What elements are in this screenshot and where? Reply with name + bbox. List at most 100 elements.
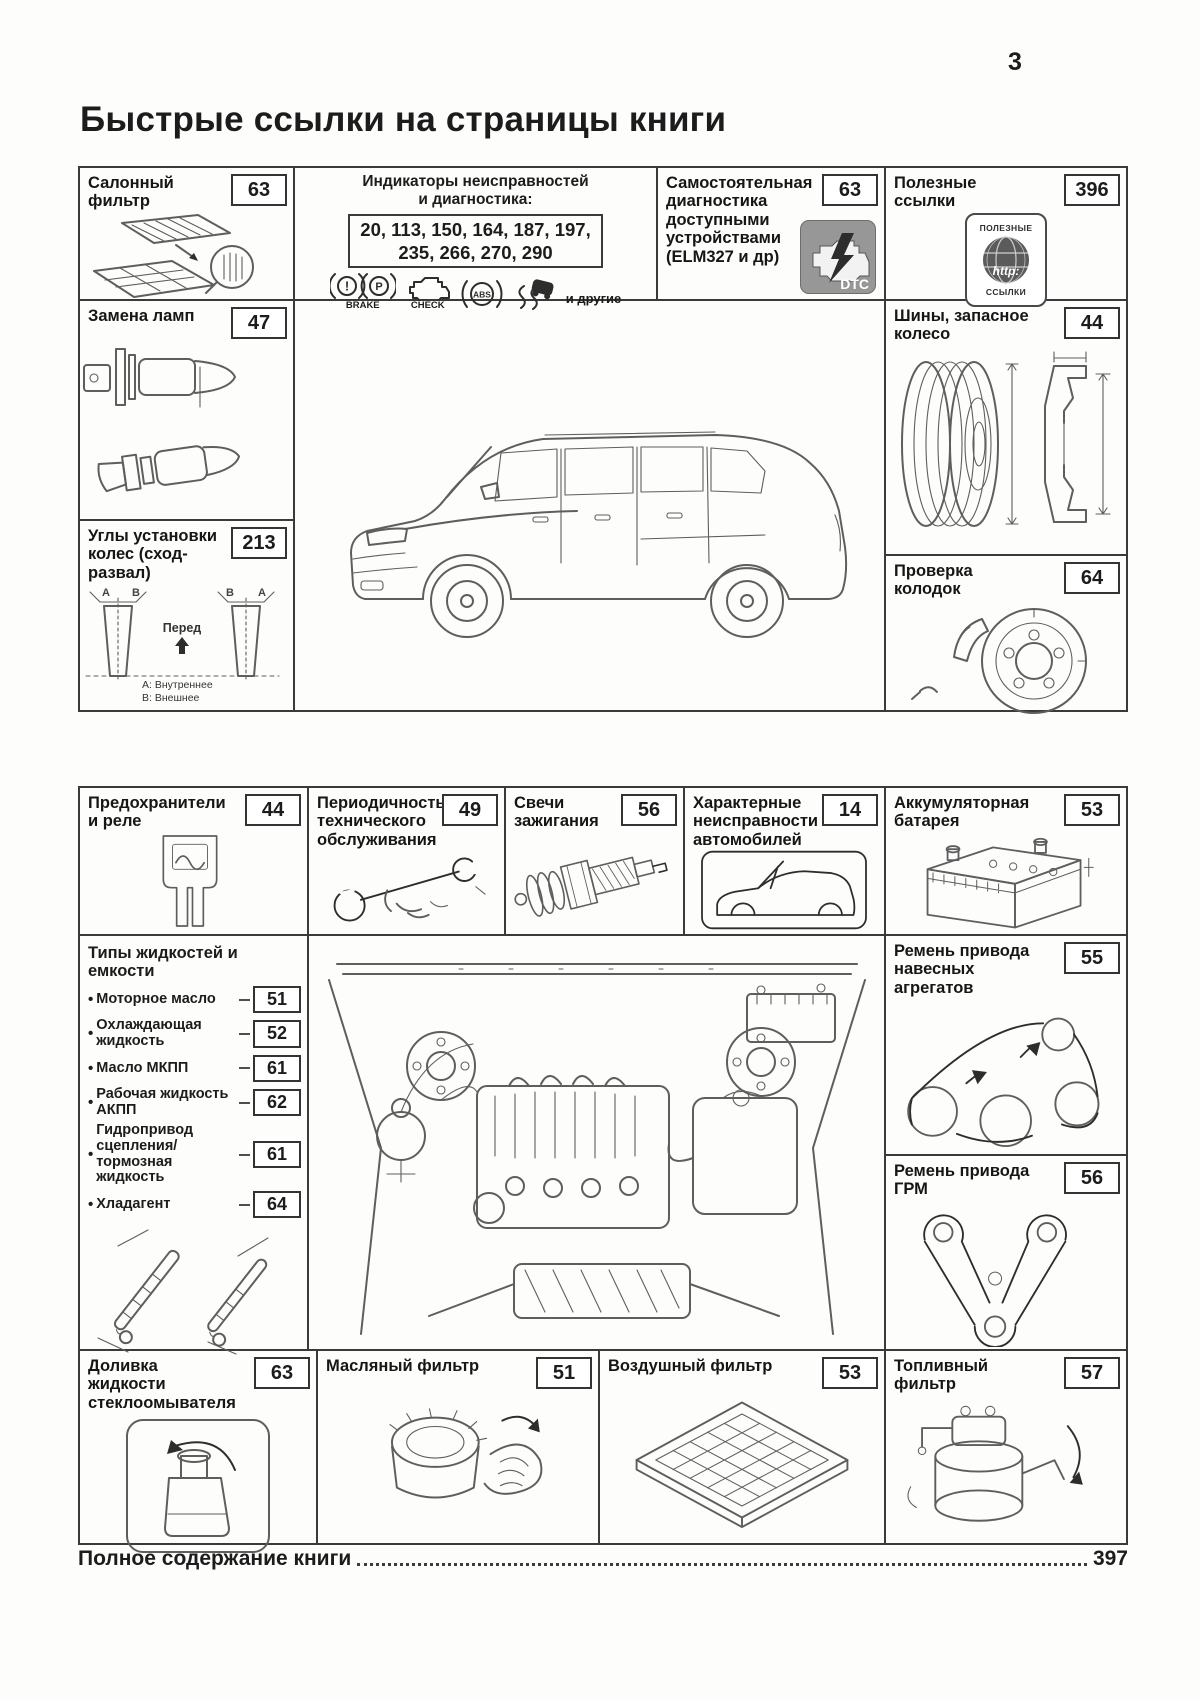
fuel-filter-label: Топливный фильтр <box>894 1357 989 1394</box>
washer-reservoir-illustration <box>126 1419 270 1554</box>
fluid-page-ref: 52 <box>253 1020 301 1048</box>
spark-plugs-page-ref: 56 <box>621 794 677 826</box>
fluid-label: Масло МКПП <box>96 1059 189 1076</box>
spark-plug-illustration <box>514 856 668 917</box>
traction-skid-icon <box>518 279 554 311</box>
svg-text:А: А <box>102 587 110 599</box>
air-filter-label: Воздушный фильтр <box>608 1357 773 1375</box>
indicators-others-label: и другие <box>565 291 622 307</box>
timing-belt-label: Ремень привода ГРМ <box>894 1162 1030 1199</box>
cell-battery: Аккумуляторная батарея 53 <box>886 788 1126 934</box>
connector-line <box>239 1101 250 1104</box>
cell-engine-bay <box>309 936 884 1349</box>
indicators-title-line2: и диагностика: <box>418 190 533 208</box>
maintenance-page-ref: 49 <box>442 794 498 826</box>
divider-line <box>884 1154 1128 1156</box>
battery-page-ref: 53 <box>1064 794 1120 826</box>
divider-line <box>293 166 295 712</box>
car-illustration <box>350 431 848 638</box>
brake-pads-label: Проверка колодок <box>894 562 973 599</box>
svg-text:DTC: DTC <box>840 276 869 292</box>
tire-wheel-illustration <box>901 351 1111 527</box>
self-diagnostics-page-ref: 63 <box>822 174 878 206</box>
divider-line <box>683 786 685 934</box>
divider-line <box>504 786 506 934</box>
svg-text:А: А <box>258 587 266 599</box>
fluid-item: • Рабочая жидкость АКПП 62 <box>88 1086 301 1118</box>
cabin-filter-page-ref: 63 <box>231 174 287 206</box>
divider-line <box>884 786 886 1545</box>
tires-page-ref: 44 <box>1064 307 1120 339</box>
footer-label: Полное содержание книги <box>78 1547 352 1570</box>
battery-label: Аккумуляторная батарея <box>894 794 1030 831</box>
divider-line <box>884 166 886 712</box>
fluids-title: Типы жидкостей и емкости <box>88 944 238 981</box>
fuse-illustration <box>162 835 218 927</box>
fluid-label: Рабочая жидкость АКПП <box>96 1086 229 1118</box>
divider-line <box>598 1349 600 1545</box>
cell-accessory-belt: Ремень привода навесных агрегатов 55 <box>886 936 1126 1154</box>
accessory-belt-page-ref: 55 <box>1064 942 1120 974</box>
oil-filter-page-ref: 51 <box>536 1357 592 1389</box>
tires-label: Шины, запасное колесо <box>894 307 1029 344</box>
cell-air-filter: Воздушный фильтр 53 <box>600 1351 884 1543</box>
cell-washer-fluid: Доливка жидкости стеклоомывателя 63 <box>80 1351 316 1554</box>
cell-useful-links: Полезные ссылки 396 ПОЛЕЗНЫЕ http: ССЫЛК… <box>886 168 1126 307</box>
fluid-item: • Хладагент 64 <box>88 1190 301 1219</box>
page-number: 3 <box>1008 48 1022 76</box>
maintenance-label: Периодичность технического обслуживания <box>317 794 446 849</box>
washer-fluid-label: Доливка жидкости стеклоомывателя <box>88 1357 236 1412</box>
svg-text:ABS: ABS <box>473 290 491 300</box>
middle-quicklinks-grid: Предохранители и реле 44 Периодичность т… <box>78 786 1128 1554</box>
bullet: • <box>88 991 94 1009</box>
connector-line <box>239 1067 250 1070</box>
accessory-belt-illustration <box>907 1018 1100 1148</box>
open-hood-car-illustration <box>701 851 867 930</box>
cell-tires: Шины, запасное колесо 44 <box>886 301 1126 554</box>
fuel-filter-page-ref: 57 <box>1064 1357 1120 1389</box>
cell-indicators: Индикаторы неисправностей и диагностика:… <box>295 168 656 311</box>
page-title: Быстрые ссылки на страницы книги <box>80 100 727 139</box>
alignment-legend-a: А: Внутреннее <box>142 679 213 691</box>
indicators-codes-line1: 20, 113, 150, 164, 187, 197, <box>360 218 591 240</box>
cabin-filter-illustration <box>93 213 254 298</box>
fluid-label: Охлаждающая жидкость <box>96 1017 202 1049</box>
svg-text:В: В <box>226 587 234 599</box>
svg-text:Перед: Перед <box>163 621 202 635</box>
abs-icon: ABS <box>461 280 503 309</box>
footer-contents-line: Полное содержание книги 397 <box>78 1547 1128 1571</box>
cell-wheel-alignment: Углы установки колес (сход-развал) 213 А… <box>80 521 293 710</box>
fluid-item: • Моторное масло 51 <box>88 985 301 1014</box>
divider-line <box>78 299 1128 301</box>
brake-warning-icon: ! P <box>329 272 396 299</box>
lamp-replacement-label: Замена ламп <box>88 307 195 325</box>
cell-maintenance: Периодичность технического обслуживания … <box>309 788 504 934</box>
divider-line <box>316 1349 318 1545</box>
cabin-filter-label: Салонный фильтр <box>88 174 174 211</box>
svg-text:http:: http: <box>993 264 1020 278</box>
fluid-page-ref: 64 <box>253 1190 301 1219</box>
cell-brake-pads: Проверка колодок 64 <box>886 556 1126 714</box>
links-icon-bottom-text: ССЫЛКИ <box>985 286 1027 297</box>
oil-filter-illustration <box>389 1408 543 1499</box>
cell-fuel-filter: Топливный фильтр 57 <box>886 1351 1126 1543</box>
fluid-item: • Охлаждающая жидкость 52 <box>88 1017 301 1049</box>
engine-bay-illustration <box>328 963 866 1335</box>
bullet: • <box>88 1025 94 1043</box>
divider-line <box>78 1349 1128 1351</box>
links-icon-top-text: ПОЛЕЗНЫЕ <box>979 222 1033 233</box>
indicators-title-line1: Индикаторы неисправностей <box>362 173 589 190</box>
air-filter-page-ref: 53 <box>822 1357 878 1389</box>
grid-frame <box>78 166 1128 712</box>
cell-car-overview <box>295 301 884 710</box>
divider-line <box>78 519 295 521</box>
cell-typical-faults: Характерные неисправности автомобилей 14 <box>685 788 884 934</box>
lamp-replacement-page-ref: 47 <box>231 307 287 339</box>
wheel-alignment-page-ref: 213 <box>231 527 287 559</box>
check-engine-icon-label: CHECK <box>410 299 445 311</box>
indicators-codes-box: 20, 113, 150, 164, 187, 197, 235, 266, 2… <box>348 213 603 268</box>
fluid-label: Моторное масло <box>96 990 216 1007</box>
connector-line <box>239 998 250 1001</box>
cell-spark-plugs: Свечи зажигания 56 <box>506 788 683 934</box>
alignment-illustration: А В В А Перед <box>85 587 280 683</box>
